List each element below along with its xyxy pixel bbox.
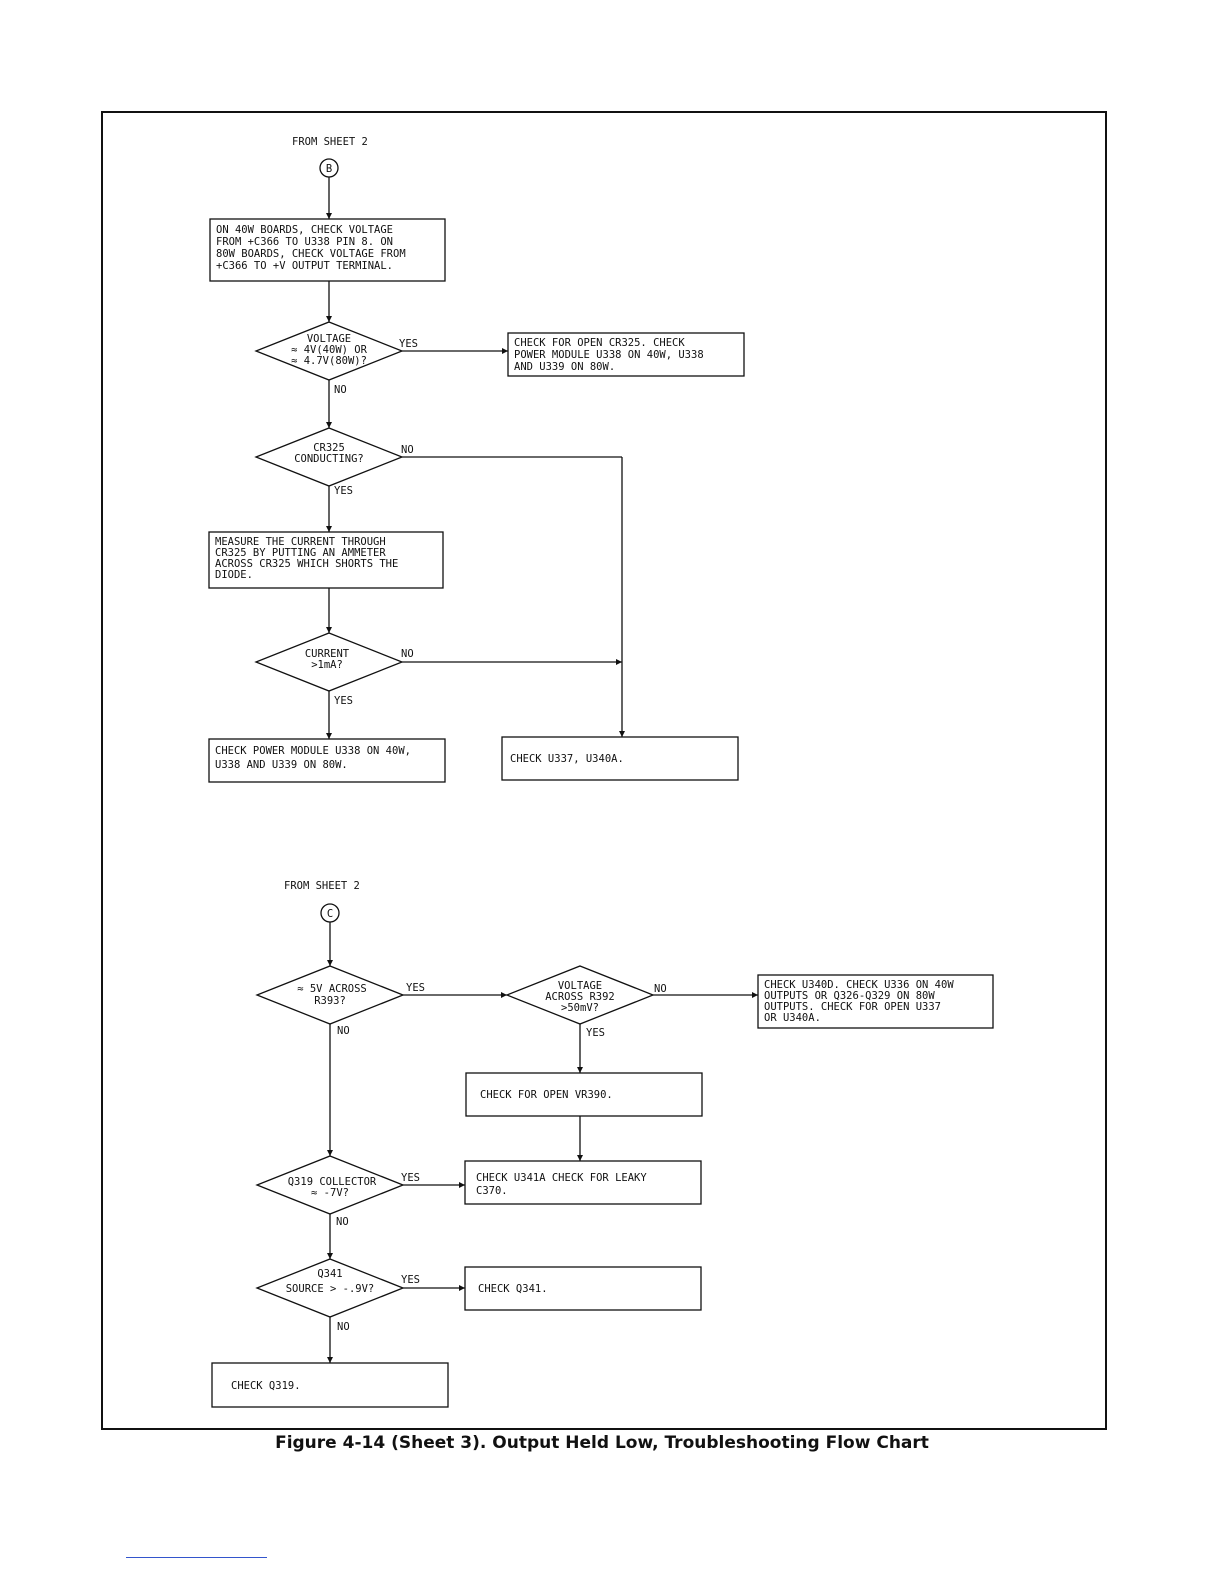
flow-chart: FROM SHEET 2 B ON 40W BOARDS, CHECK VOLT… bbox=[208, 136, 994, 1408]
decision-r392-line-3: >50mV? bbox=[561, 1002, 599, 1014]
box-check-voltage-line-2: FROM +C366 TO U338 PIN 8. ON bbox=[216, 236, 393, 248]
decision-5v-line-1: ≈ 5V ACROSS bbox=[297, 983, 367, 995]
box-check-power-module-line-2: U338 AND U339 ON 80W. bbox=[215, 759, 348, 771]
box-check-u341a-line-2: C370. bbox=[476, 1185, 508, 1197]
decision-voltage-line-2: ≈ 4V(40W) OR bbox=[291, 344, 368, 356]
decision-voltage-line-3: ≈ 4.7V(80W)? bbox=[291, 355, 367, 367]
decision-5v-across-r393: ≈ 5V ACROSS R393? bbox=[255, 965, 405, 1025]
decision-cr325-yes-label: YES bbox=[334, 485, 353, 497]
box-check-u337-line-1: CHECK U337, U340A. bbox=[510, 753, 624, 765]
decision-current-line-1: CURRENT bbox=[305, 648, 350, 660]
box-check-u340d: CHECK U340D. CHECK U336 ON 40W OUTPUTS O… bbox=[757, 974, 994, 1029]
decision-current-yes-label: YES bbox=[334, 695, 353, 707]
box-measure-current-line-1: MEASURE THE CURRENT THROUGH bbox=[215, 536, 386, 548]
box-check-open-cr325-line-1: CHECK FOR OPEN CR325. CHECK bbox=[514, 337, 685, 349]
decision-q341-yes-label: YES bbox=[401, 1274, 420, 1286]
connector-b-label: B bbox=[326, 163, 332, 175]
connector-c-label: C bbox=[327, 908, 333, 920]
box-check-voltage-line-4: +C366 TO +V OUTPUT TERMINAL. bbox=[216, 260, 393, 272]
decision-current: CURRENT >1mA? bbox=[254, 632, 404, 692]
box-check-q319-line-1: CHECK Q319. bbox=[231, 1380, 301, 1392]
diagram-frame bbox=[101, 111, 1107, 1430]
decision-q341-no-label: NO bbox=[337, 1321, 350, 1333]
from-sheet-2-label-b: FROM SHEET 2 bbox=[292, 136, 368, 148]
decision-q341-source: Q341 SOURCE > -.9V? bbox=[255, 1258, 405, 1318]
decision-current-line-2: >1mA? bbox=[311, 659, 343, 671]
box-check-open-cr325-line-3: AND U339 ON 80W. bbox=[514, 361, 615, 373]
box-check-open-cr325-line-2: POWER MODULE U338 ON 40W, U338 bbox=[514, 349, 704, 361]
from-sheet-2-label-c: FROM SHEET 2 bbox=[284, 880, 360, 892]
footer-rule bbox=[126, 1557, 267, 1558]
box-measure-current: MEASURE THE CURRENT THROUGH CR325 BY PUT… bbox=[208, 531, 444, 589]
box-check-voltage-line-3: 80W BOARDS, CHECK VOLTAGE FROM bbox=[216, 248, 406, 260]
box-check-power-module: CHECK POWER MODULE U338 ON 40W, U338 AND… bbox=[208, 738, 446, 783]
decision-q319-no-label: NO bbox=[336, 1216, 349, 1228]
decision-cr325-conducting: CR325 CONDUCTING? bbox=[254, 427, 404, 487]
decision-q319-yes-label: YES bbox=[401, 1172, 420, 1184]
box-check-u340d-line-4: OR U340A. bbox=[764, 1012, 821, 1024]
decision-cr325-line-1: CR325 bbox=[313, 442, 345, 454]
decision-r392-line-1: VOLTAGE bbox=[558, 980, 602, 992]
box-check-u341a: CHECK U341A CHECK FOR LEAKY C370. bbox=[464, 1160, 702, 1205]
box-check-power-module-line-1: CHECK POWER MODULE U338 ON 40W, bbox=[215, 745, 411, 757]
box-check-u340d-line-3: OUTPUTS. CHECK FOR OPEN U337 bbox=[764, 1001, 941, 1013]
decision-voltage-line-1: VOLTAGE bbox=[307, 333, 351, 345]
decision-q341-line-1: Q341 bbox=[317, 1268, 342, 1280]
box-check-q341-line-1: CHECK Q341. bbox=[478, 1283, 548, 1295]
box-measure-current-line-2: CR325 BY PUTTING AN AMMETER bbox=[215, 547, 386, 559]
decision-cr325-no-label: NO bbox=[401, 444, 414, 456]
box-check-u340d-line-2: OUTPUTS OR Q326-Q329 ON 80W bbox=[764, 990, 935, 1002]
decision-5v-yes-label: YES bbox=[406, 982, 425, 994]
decision-q319-line-2: ≈ -7V? bbox=[311, 1187, 349, 1199]
box-check-voltage: ON 40W BOARDS, CHECK VOLTAGE FROM +C366 … bbox=[209, 218, 446, 282]
decision-cr325-line-2: CONDUCTING? bbox=[294, 453, 364, 465]
box-measure-current-line-3: ACROSS CR325 WHICH SHORTS THE bbox=[215, 558, 398, 570]
decision-q319-line-1: Q319 COLLECTOR bbox=[288, 1176, 377, 1188]
decision-r392-no-label: NO bbox=[654, 983, 667, 995]
box-check-u340d-line-1: CHECK U340D. CHECK U336 ON 40W bbox=[764, 979, 954, 991]
box-check-u341a-line-1: CHECK U341A CHECK FOR LEAKY bbox=[476, 1172, 647, 1184]
decision-voltage-across-r392: VOLTAGE ACROSS R392 >50mV? bbox=[505, 965, 655, 1025]
decision-voltage: VOLTAGE ≈ 4V(40W) OR ≈ 4.7V(80W)? bbox=[254, 321, 404, 381]
decision-5v-no-label: NO bbox=[337, 1025, 350, 1037]
box-measure-current-line-4: DIODE. bbox=[215, 569, 253, 581]
figure-caption: Figure 4-14 (Sheet 3). Output Held Low, … bbox=[275, 1433, 929, 1453]
decision-voltage-no-label: NO bbox=[334, 384, 347, 396]
decision-current-no-label: NO bbox=[401, 648, 414, 660]
decision-r392-yes-label: YES bbox=[586, 1027, 605, 1039]
box-check-u337: CHECK U337, U340A. bbox=[501, 736, 739, 781]
decision-voltage-yes-label: YES bbox=[399, 338, 418, 350]
box-check-vr390-line-1: CHECK FOR OPEN VR390. bbox=[480, 1089, 613, 1101]
box-check-voltage-line-1: ON 40W BOARDS, CHECK VOLTAGE bbox=[216, 224, 393, 236]
box-check-q341: CHECK Q341. bbox=[464, 1266, 702, 1311]
decision-q341-line-2: SOURCE > -.9V? bbox=[286, 1283, 375, 1295]
decision-r392-line-2: ACROSS R392 bbox=[545, 991, 615, 1003]
box-check-q319: CHECK Q319. bbox=[211, 1362, 449, 1408]
box-check-open-cr325: CHECK FOR OPEN CR325. CHECK POWER MODULE… bbox=[507, 332, 745, 377]
decision-q319-collector: Q319 COLLECTOR ≈ -7V? bbox=[255, 1155, 405, 1215]
box-check-vr390: CHECK FOR OPEN VR390. bbox=[465, 1072, 703, 1117]
decision-5v-line-2: R393? bbox=[314, 995, 346, 1007]
